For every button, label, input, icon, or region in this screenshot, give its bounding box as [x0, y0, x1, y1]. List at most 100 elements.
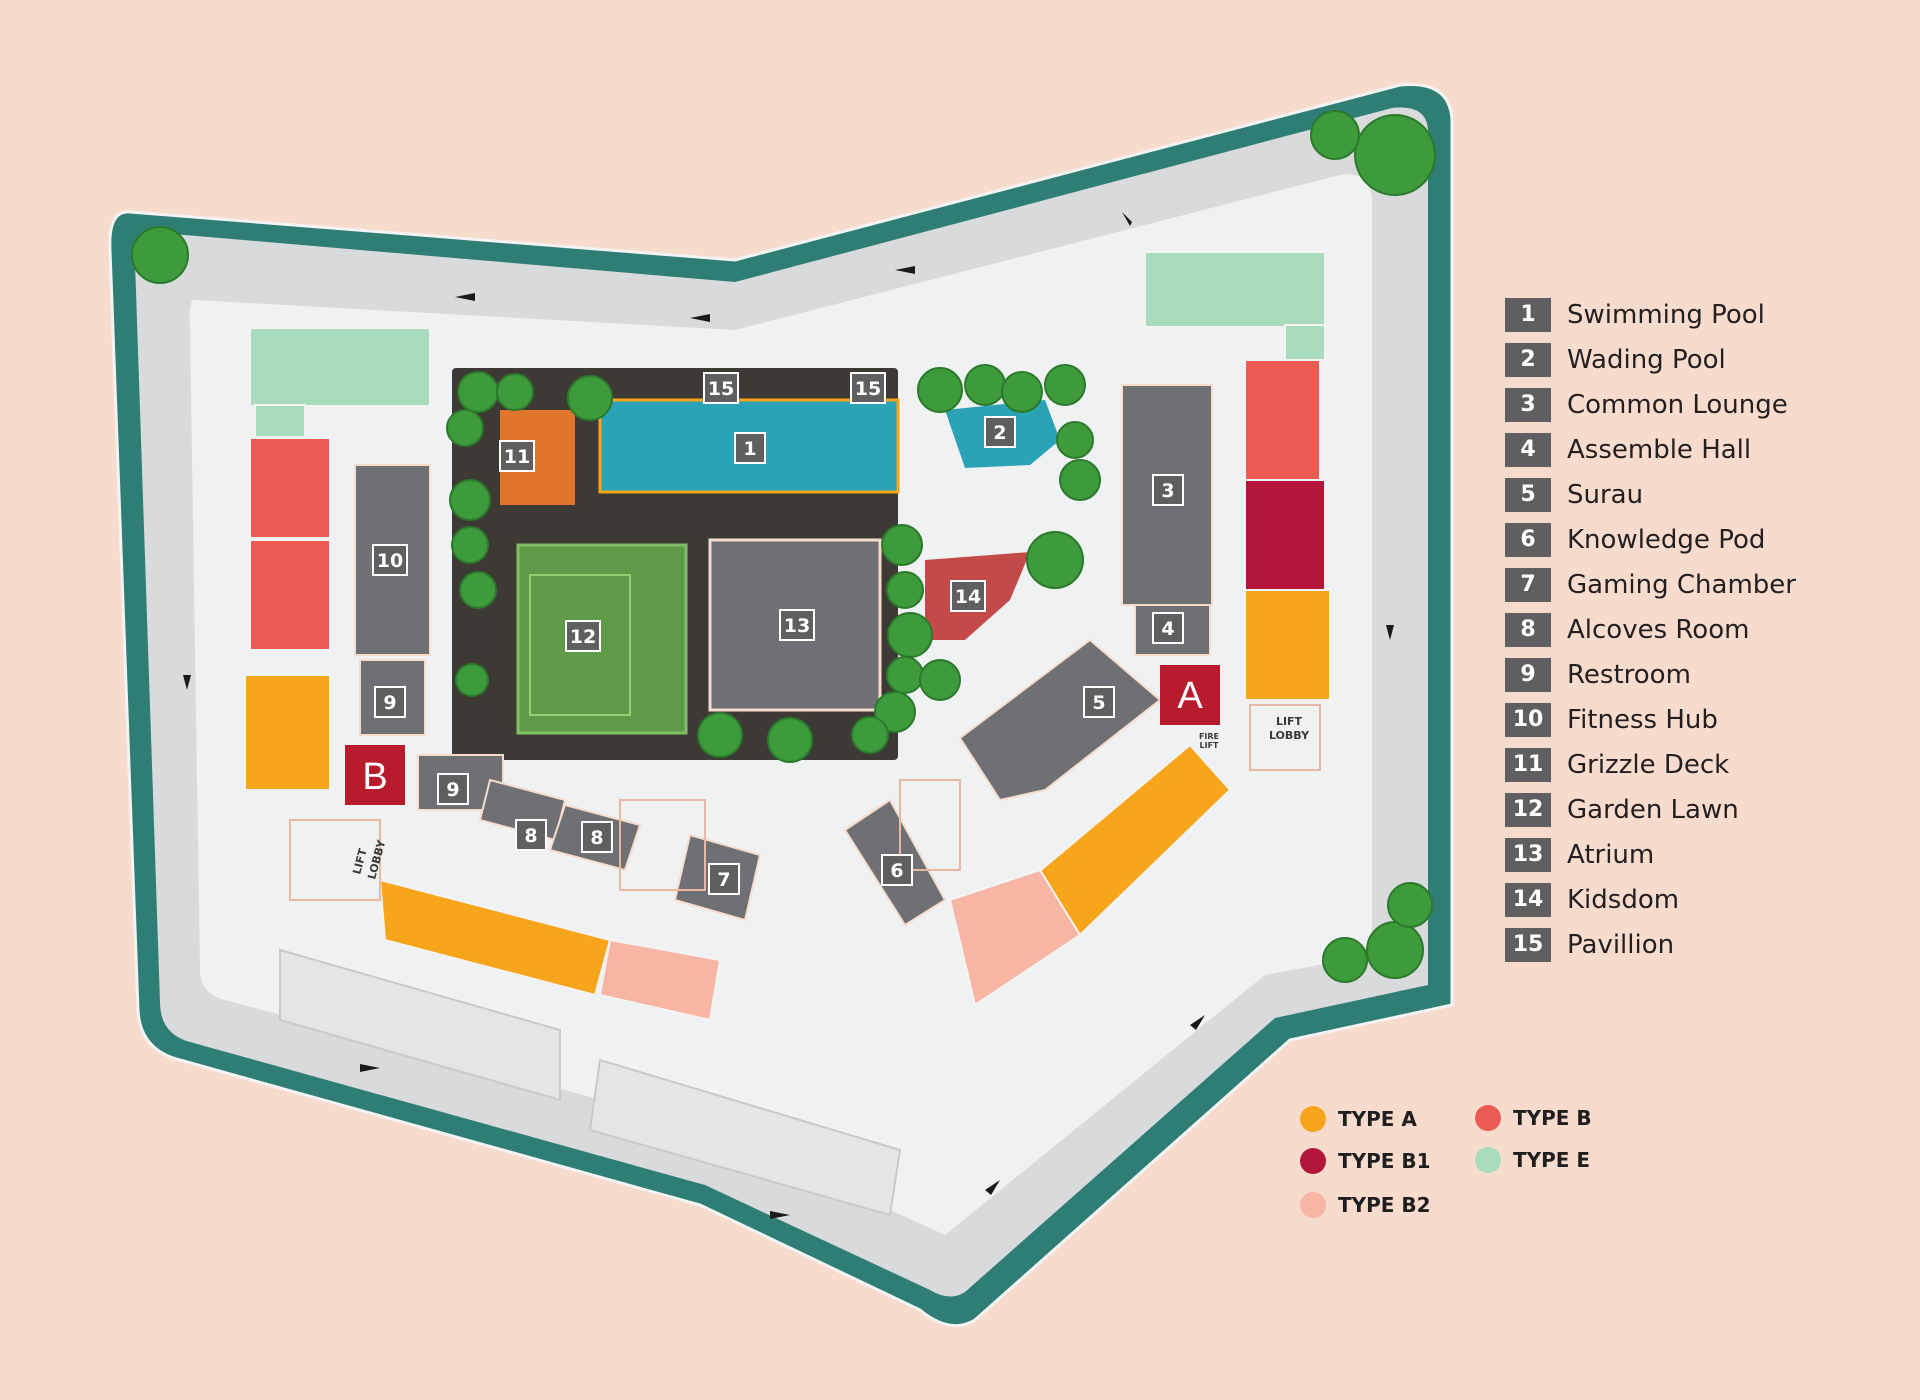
map-badge-number: 6: [890, 860, 903, 882]
type-b2-label: TYPE B2: [1338, 1193, 1431, 1217]
legend-label: Atrium: [1567, 839, 1655, 870]
legend-number-badge: 15: [1505, 927, 1551, 962]
legend-number-badge: 1: [1505, 297, 1551, 332]
map-badge-box: [581, 821, 613, 853]
block-b-badge: B: [345, 745, 405, 805]
legend-label: Fitness Hub: [1567, 704, 1718, 735]
map-badge-15: 15: [850, 372, 886, 404]
map-badge-box: [850, 372, 886, 404]
map-badge-number: 9: [383, 692, 396, 714]
map-badge-box: [565, 620, 601, 652]
type-a-label: TYPE A: [1338, 1107, 1417, 1131]
fire-lift-line1: FIRE: [1199, 732, 1219, 741]
legend-item-6: 6 Knowledge Pod: [1505, 517, 1905, 562]
map-badge-number: 14: [955, 586, 981, 608]
map-badge-number: 12: [570, 626, 596, 648]
legend-label: Kidsdom: [1567, 884, 1680, 915]
legend-number-badge: 2: [1505, 342, 1551, 377]
facility-legend: 1 Swimming Pool 2 Wading Pool 3 Common Lounge…: [1505, 292, 1905, 967]
legend-label: Wading Pool: [1567, 344, 1726, 375]
road-arrows: [183, 212, 1394, 1219]
legend-item-4: 4 Assemble Hall: [1505, 427, 1905, 472]
legend-number-badge: 3: [1505, 387, 1551, 422]
map-badge-11: 11: [499, 440, 535, 472]
legend-item-8: 8 Alcoves Room: [1505, 607, 1905, 652]
legend-number-badge: 12: [1505, 792, 1551, 827]
map-badge-box: [881, 854, 913, 886]
map-badge-number: 15: [708, 378, 734, 400]
type-b-legend: TYPE B: [1475, 1103, 1592, 1133]
map-badge-12: 12: [565, 620, 601, 652]
map-badge-box: [1152, 474, 1184, 506]
type-e-legend: TYPE E: [1475, 1145, 1590, 1175]
legend-item-15: 15 Pavillion: [1505, 922, 1905, 967]
type-b-label: TYPE B: [1513, 1106, 1592, 1130]
map-badge-box: [779, 609, 815, 641]
type-b1-label: TYPE B1: [1338, 1149, 1431, 1173]
block-b-label: B: [362, 756, 387, 798]
legend-number-badge: 7: [1505, 567, 1551, 602]
legend-number-badge: 6: [1505, 522, 1551, 557]
legend-label: Alcoves Room: [1567, 614, 1750, 645]
map-badge-number: 15: [855, 378, 881, 400]
map-badge-8: 8: [581, 821, 613, 853]
legend-item-2: 2 Wading Pool: [1505, 337, 1905, 382]
trees: [131, 110, 1436, 983]
type-b-dot: [1475, 1105, 1501, 1131]
map-badge-9: 9: [374, 686, 406, 718]
legend-label: Grizzle Deck: [1567, 749, 1730, 780]
map-badge-box: [734, 432, 766, 464]
type-b2-legend: TYPE B2: [1300, 1190, 1431, 1220]
map-badge-box: [1152, 612, 1184, 644]
map-badge-box: [437, 773, 469, 805]
map-badge-4: 4: [1152, 612, 1184, 644]
legend-item-13: 13 Atrium: [1505, 832, 1905, 877]
legend-label: Pavillion: [1567, 929, 1675, 960]
map-badge-box: [950, 580, 986, 612]
atrium-building: [708, 538, 882, 712]
block-a-badge: A: [1160, 665, 1220, 725]
legend-item-1: 1 Swimming Pool: [1505, 292, 1905, 337]
units-type-b1: [1244, 479, 1326, 591]
map-badge-13: 13: [779, 609, 815, 641]
legend-label: Assemble Hall: [1567, 434, 1752, 465]
map-badge-8: 8: [515, 819, 547, 851]
legend-label: Knowledge Pod: [1567, 524, 1766, 555]
lift-lobby-outlines: [289, 704, 1321, 901]
map-badge-number: 2: [993, 422, 1006, 444]
map-badge-5: 5: [1083, 686, 1115, 718]
units-type-a: [244, 589, 1331, 997]
legend-number-badge: 8: [1505, 612, 1551, 647]
legend-label: Common Lounge: [1567, 389, 1788, 420]
block-a-label: A: [1177, 675, 1203, 717]
fire-lift-line2: LIFT: [1200, 741, 1220, 750]
map-badge-number: 10: [377, 550, 403, 572]
legend-label: Swimming Pool: [1567, 299, 1765, 330]
legend-label: Restroom: [1567, 659, 1691, 690]
garden-lawn: [516, 543, 688, 735]
legend-number-badge: 10: [1505, 702, 1551, 737]
legend-item-3: 3 Common Lounge: [1505, 382, 1905, 427]
legend-number-badge: 4: [1505, 432, 1551, 467]
map-badge-9: 9: [437, 773, 469, 805]
units-type-b: [249, 359, 1321, 651]
legend-number-badge: 13: [1505, 837, 1551, 872]
map-badge-number: 11: [504, 446, 530, 468]
map-badge-3: 3: [1152, 474, 1184, 506]
map-badge-7: 7: [708, 863, 740, 895]
map-badge-number: 5: [1092, 692, 1105, 714]
map-badge-2: 2: [984, 416, 1016, 448]
type-a-dot: [1300, 1106, 1326, 1132]
lift-lobby-a-line2: LOBBY: [1269, 729, 1310, 742]
type-b2-dot: [1300, 1192, 1326, 1218]
map-badge-number: 4: [1161, 618, 1174, 640]
lift-lobby-a-line1: LIFT: [1276, 715, 1303, 728]
type-b1-legend: TYPE B1: [1300, 1146, 1431, 1176]
